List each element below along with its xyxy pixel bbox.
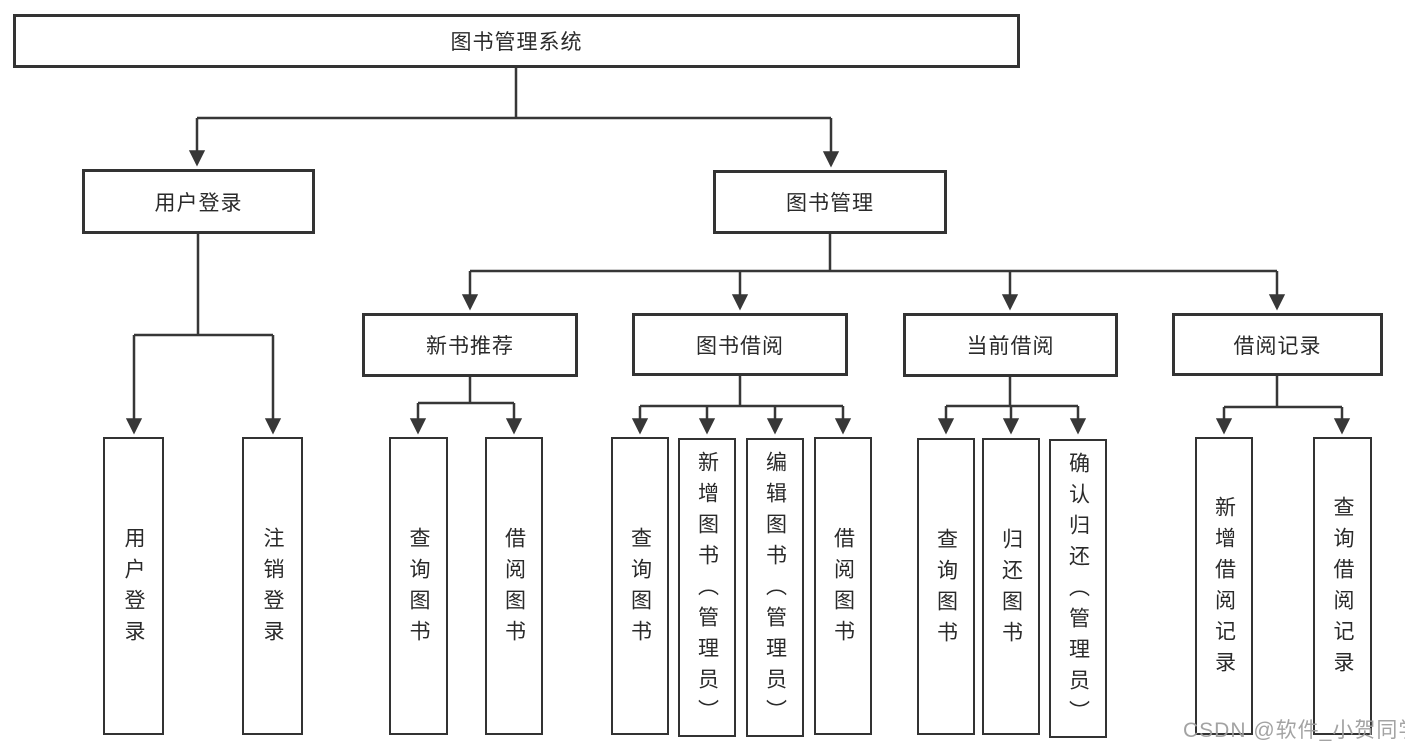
leaf-add-books-admin: 新增图书（管理员） <box>678 438 736 737</box>
leaf-confirm-return-admin: 确认归还（管理员） <box>1049 439 1107 738</box>
leaf-user-login: 用户登录 <box>103 437 164 735</box>
node-book-borrow: 图书借阅 <box>632 313 848 376</box>
csdn-watermark: CSDN @软件_小贺同学 <box>1183 719 1405 742</box>
leaf-query-books-c: 查询图书 <box>917 438 975 735</box>
leaf-edit-books-admin: 编辑图书（管理员） <box>746 438 804 737</box>
leaf-add-borrow-record: 新增借阅记录 <box>1195 437 1253 735</box>
node-current-borrow: 当前借阅 <box>903 313 1118 377</box>
node-book-management: 图书管理 <box>713 170 947 234</box>
leaf-return-books: 归还图书 <box>982 438 1040 735</box>
leaf-query-books-a: 查询图书 <box>389 437 448 735</box>
node-new-book-recommend: 新书推荐 <box>362 313 578 377</box>
leaf-query-books-b: 查询图书 <box>611 437 669 735</box>
leaf-query-borrow-record: 查询借阅记录 <box>1313 437 1372 735</box>
leaf-logout: 注销登录 <box>242 437 303 735</box>
leaf-borrow-books-a: 借阅图书 <box>485 437 543 735</box>
node-root: 图书管理系统 <box>13 14 1020 68</box>
node-user-login: 用户登录 <box>82 169 315 234</box>
leaf-borrow-books-b: 借阅图书 <box>814 437 872 735</box>
node-borrow-records: 借阅记录 <box>1172 313 1383 376</box>
connector-segments <box>134 68 1342 409</box>
